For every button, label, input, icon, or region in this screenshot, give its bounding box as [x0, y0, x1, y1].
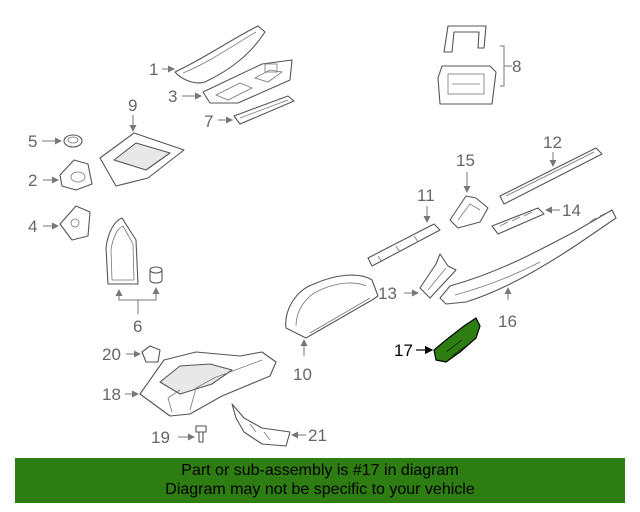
info-banner: Part or sub-assembly is #17 in diagram D… [15, 458, 625, 503]
part-5-cap [63, 134, 83, 148]
part-8-control-module [437, 25, 497, 105]
banner-line-1: Part or sub-assembly is #17 in diagram [181, 462, 459, 479]
callout-5: 5 [28, 132, 37, 151]
part-16-dash-trim [439, 209, 617, 305]
part-3-console-bezel [202, 59, 293, 104]
part-1-trim-panel [174, 25, 266, 84]
callout-11: 11 [417, 186, 435, 205]
part-12-trim-strip [499, 147, 603, 205]
callout-12: 12 [543, 133, 562, 152]
callout-2: 2 [28, 171, 37, 190]
part-20-clip [141, 345, 161, 363]
callout-18: 18 [102, 385, 121, 404]
part-6-shifter-trim [105, 217, 163, 285]
callout-1: 1 [149, 60, 158, 79]
callout-3: 3 [168, 87, 177, 106]
callout-7: 7 [204, 112, 213, 131]
part-14-vent-strip [491, 207, 545, 235]
banner-line-2: Diagram may not be specific to your vehi… [165, 481, 475, 498]
part-21-lower-bracket [231, 403, 291, 447]
part-4-bracket [59, 205, 91, 241]
part-2-knob-housing [59, 159, 93, 191]
part-17-highlighted-trim [433, 317, 481, 363]
part-9-tray [99, 132, 185, 187]
part-11-trim-bar [367, 223, 441, 267]
callout-20: 20 [102, 345, 121, 364]
callout-10: 10 [293, 365, 312, 384]
part-7-trim-strip [233, 95, 295, 125]
callout-9: 9 [128, 96, 137, 115]
part-18-console-assembly [139, 351, 277, 417]
callout-19: 19 [151, 428, 170, 447]
part-10-cluster-hood [285, 274, 379, 339]
callout-6: 6 [133, 317, 142, 336]
callout-17: 17 [394, 341, 413, 360]
callout-15: 15 [456, 151, 475, 170]
part-15-clip-bracket [449, 195, 489, 229]
callout-4: 4 [28, 217, 37, 236]
callout-13: 13 [378, 284, 397, 303]
callout-21: 21 [308, 426, 327, 445]
part-13-trim-piece [419, 253, 457, 299]
part-19-screw [195, 425, 207, 443]
callout-8: 8 [512, 57, 521, 76]
callout-16: 16 [498, 312, 517, 331]
callout-14: 14 [562, 201, 581, 220]
